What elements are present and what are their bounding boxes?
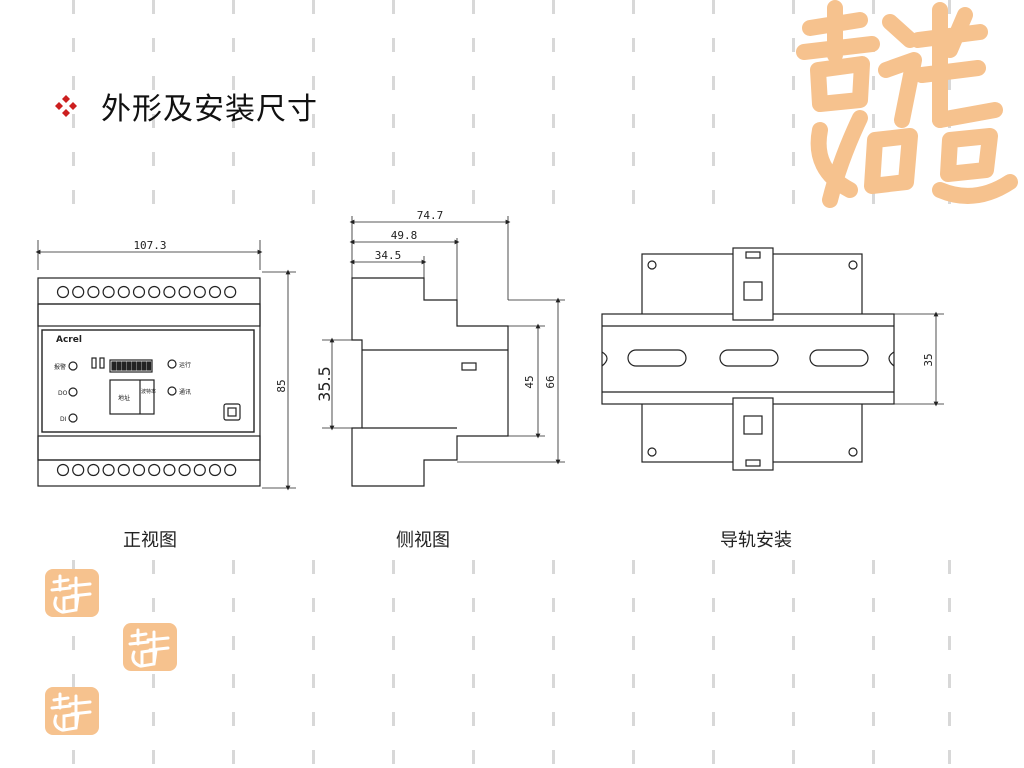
label-do: DO	[58, 390, 68, 397]
label-di: DI	[60, 416, 67, 423]
label-baud: 波特率	[141, 388, 156, 395]
side-view-drawing	[322, 216, 565, 487]
caption-rail-mount: 导轨安装	[720, 530, 792, 551]
seal-stamp-icon	[45, 569, 99, 617]
front-view-labels: 107.3 85 Acrel 报警 DO DI 运行 通讯 地址 波特率	[54, 239, 288, 423]
seal-stamp-icon	[45, 687, 99, 735]
caption-front-view: 正视图	[123, 530, 177, 551]
front-width-dim: 107.3	[133, 239, 166, 252]
caption-side-view: 侧视图	[396, 530, 450, 551]
side-h2-dim: 66	[544, 375, 557, 388]
slide-title-row: 外形及安装尺寸	[55, 84, 318, 128]
rail-view-labels: 35	[922, 353, 935, 366]
brand-logo-text: Acrel	[56, 335, 82, 345]
side-mid-dim: 49.8	[391, 229, 418, 242]
rail-view-drawing	[601, 247, 944, 471]
label-address: 地址	[118, 394, 130, 402]
terminal-row-bottom	[56, 463, 237, 477]
label-run: 运行	[179, 361, 191, 369]
rail-height-dim: 35	[922, 353, 935, 366]
diamond-cluster-icon	[55, 95, 77, 117]
side-rail-dim: 35.5	[315, 366, 334, 402]
label-comm: 通讯	[179, 388, 191, 396]
slide-title: 外形及安装尺寸	[101, 92, 318, 127]
front-height-dim: 85	[275, 379, 288, 392]
label-alarm: 报警	[54, 363, 66, 371]
watermark-calligraphy-logo	[796, 0, 1018, 208]
front-view-drawing	[35, 240, 296, 491]
side-total-dim: 74.7	[417, 209, 444, 222]
side-view-labels: 74.7 49.8 34.5 35.5 45 66	[315, 209, 557, 402]
terminal-row-top	[56, 285, 237, 299]
side-h1-dim: 45	[523, 375, 536, 388]
side-small-dim: 34.5	[375, 249, 402, 262]
seal-stamp-icon	[123, 623, 177, 671]
